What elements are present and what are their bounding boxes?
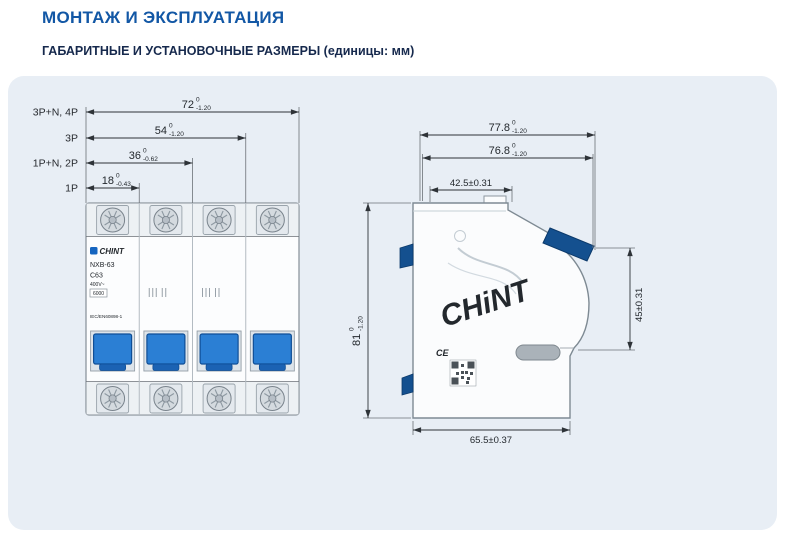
side-view-drawing: CHiNT CE — [349, 120, 646, 447]
dim-value: 18 — [102, 175, 114, 187]
din-rail-latch — [515, 344, 561, 361]
section-title: ГАБАРИТНЫЕ И УСТАНОВОЧНЫЕ РАЗМЕРЫ (едини… — [42, 44, 415, 58]
dim-tol-bottom: -1.20 — [169, 131, 184, 138]
front-view-drawing: CHINT NXB-63 C63 400V~ 6000 IEC/EN60898-… — [33, 97, 300, 416]
rating-label: C63 — [90, 273, 103, 280]
breaker-side-body: CHiNT CE — [399, 195, 595, 419]
dim-value: 81 — [351, 334, 363, 346]
toggle-lever-side — [542, 227, 595, 262]
pole-label: 3P — [65, 133, 78, 145]
chint-logo-icon — [90, 247, 98, 255]
standard-label: IEC/EN60898-1 — [90, 314, 123, 319]
side-view-dimensions: 77.8 0 -1.20 76.8 0 -1.20 42.5±0.31 81 0… — [349, 120, 646, 447]
toggle-lever — [143, 330, 189, 372]
dim-tol-top: 0 — [512, 143, 516, 150]
pole-label: 1P — [65, 183, 78, 195]
dim-value: 76.8 — [489, 145, 510, 157]
ce-mark: CE — [436, 348, 449, 358]
dim-value: 45±0.31 — [634, 288, 645, 322]
dim-tol-bottom: -1.20 — [358, 316, 365, 331]
terminal-screw — [96, 383, 130, 414]
terminal-screw — [202, 383, 236, 414]
pole-label: 3P+N, 4P — [33, 107, 78, 119]
capacity-label: 6000 — [93, 291, 104, 297]
terminal-clamp-bottom — [401, 373, 414, 396]
dim-tol-top: 0 — [196, 97, 200, 104]
toggle-lever — [196, 330, 242, 372]
brand-label: CHINT — [100, 247, 126, 256]
toggle-lever — [89, 330, 136, 372]
dim-tol-bottom: -1.20 — [512, 128, 527, 135]
qr-code — [449, 359, 477, 387]
dim-tol-top: 0 — [116, 173, 120, 180]
faceplate-prints: CHINT NXB-63 C63 400V~ 6000 IEC/EN60898-… — [89, 247, 126, 319]
dimensions-panel: CHINT NXB-63 C63 400V~ 6000 IEC/EN60898-… — [8, 76, 777, 530]
dim-value: 36 — [129, 150, 141, 162]
terminal-screw — [255, 383, 289, 414]
dim-tol-bottom: -0.43 — [116, 181, 131, 188]
terminal-screw — [255, 204, 289, 236]
dim-tol-top: 0 — [169, 123, 173, 130]
terminal-clamp-top — [399, 243, 414, 269]
dim-tol-top: 0 — [512, 120, 516, 127]
dim-tol-top: 0 — [349, 327, 356, 331]
pole-label: 1P+N, 2P — [33, 158, 78, 170]
internal-lines — [457, 247, 524, 284]
dim-tol-bottom: -1.20 — [196, 105, 211, 112]
internal-lines — [447, 262, 517, 295]
capacity-box — [89, 288, 108, 298]
dim-value: 54 — [155, 125, 167, 137]
dim-value: 42.5±0.31 — [450, 178, 492, 189]
front-view-dimensions: 3P+N, 4P 3P 1P+N, 2P 1P 72 0 -1.20 54 0 … — [33, 97, 300, 203]
dim-value: 72 — [182, 99, 194, 111]
dim-tol-bottom: -1.20 — [512, 151, 527, 158]
dim-tol-bottom: -0.62 — [143, 156, 158, 163]
terminal-screw — [149, 383, 183, 414]
dim-value: 77.8 — [489, 122, 510, 134]
terminal-screw — [202, 204, 236, 236]
model-label: NXB-63 — [90, 262, 115, 269]
top-clip — [483, 195, 507, 204]
dim-value: 65.5±0.37 — [470, 435, 512, 446]
screw-boss — [454, 230, 466, 242]
page-title: МОНТАЖ И ЭКСПЛУАТАЦИЯ — [42, 8, 285, 27]
dim-tol-top: 0 — [143, 148, 147, 155]
terminal-screw — [149, 204, 183, 236]
toggle-lever — [249, 330, 295, 372]
breaker-front-body: CHINT NXB-63 C63 400V~ 6000 IEC/EN60898-… — [85, 202, 300, 416]
voltage-label: 400V~ — [90, 282, 105, 288]
terminal-screw — [96, 204, 130, 236]
